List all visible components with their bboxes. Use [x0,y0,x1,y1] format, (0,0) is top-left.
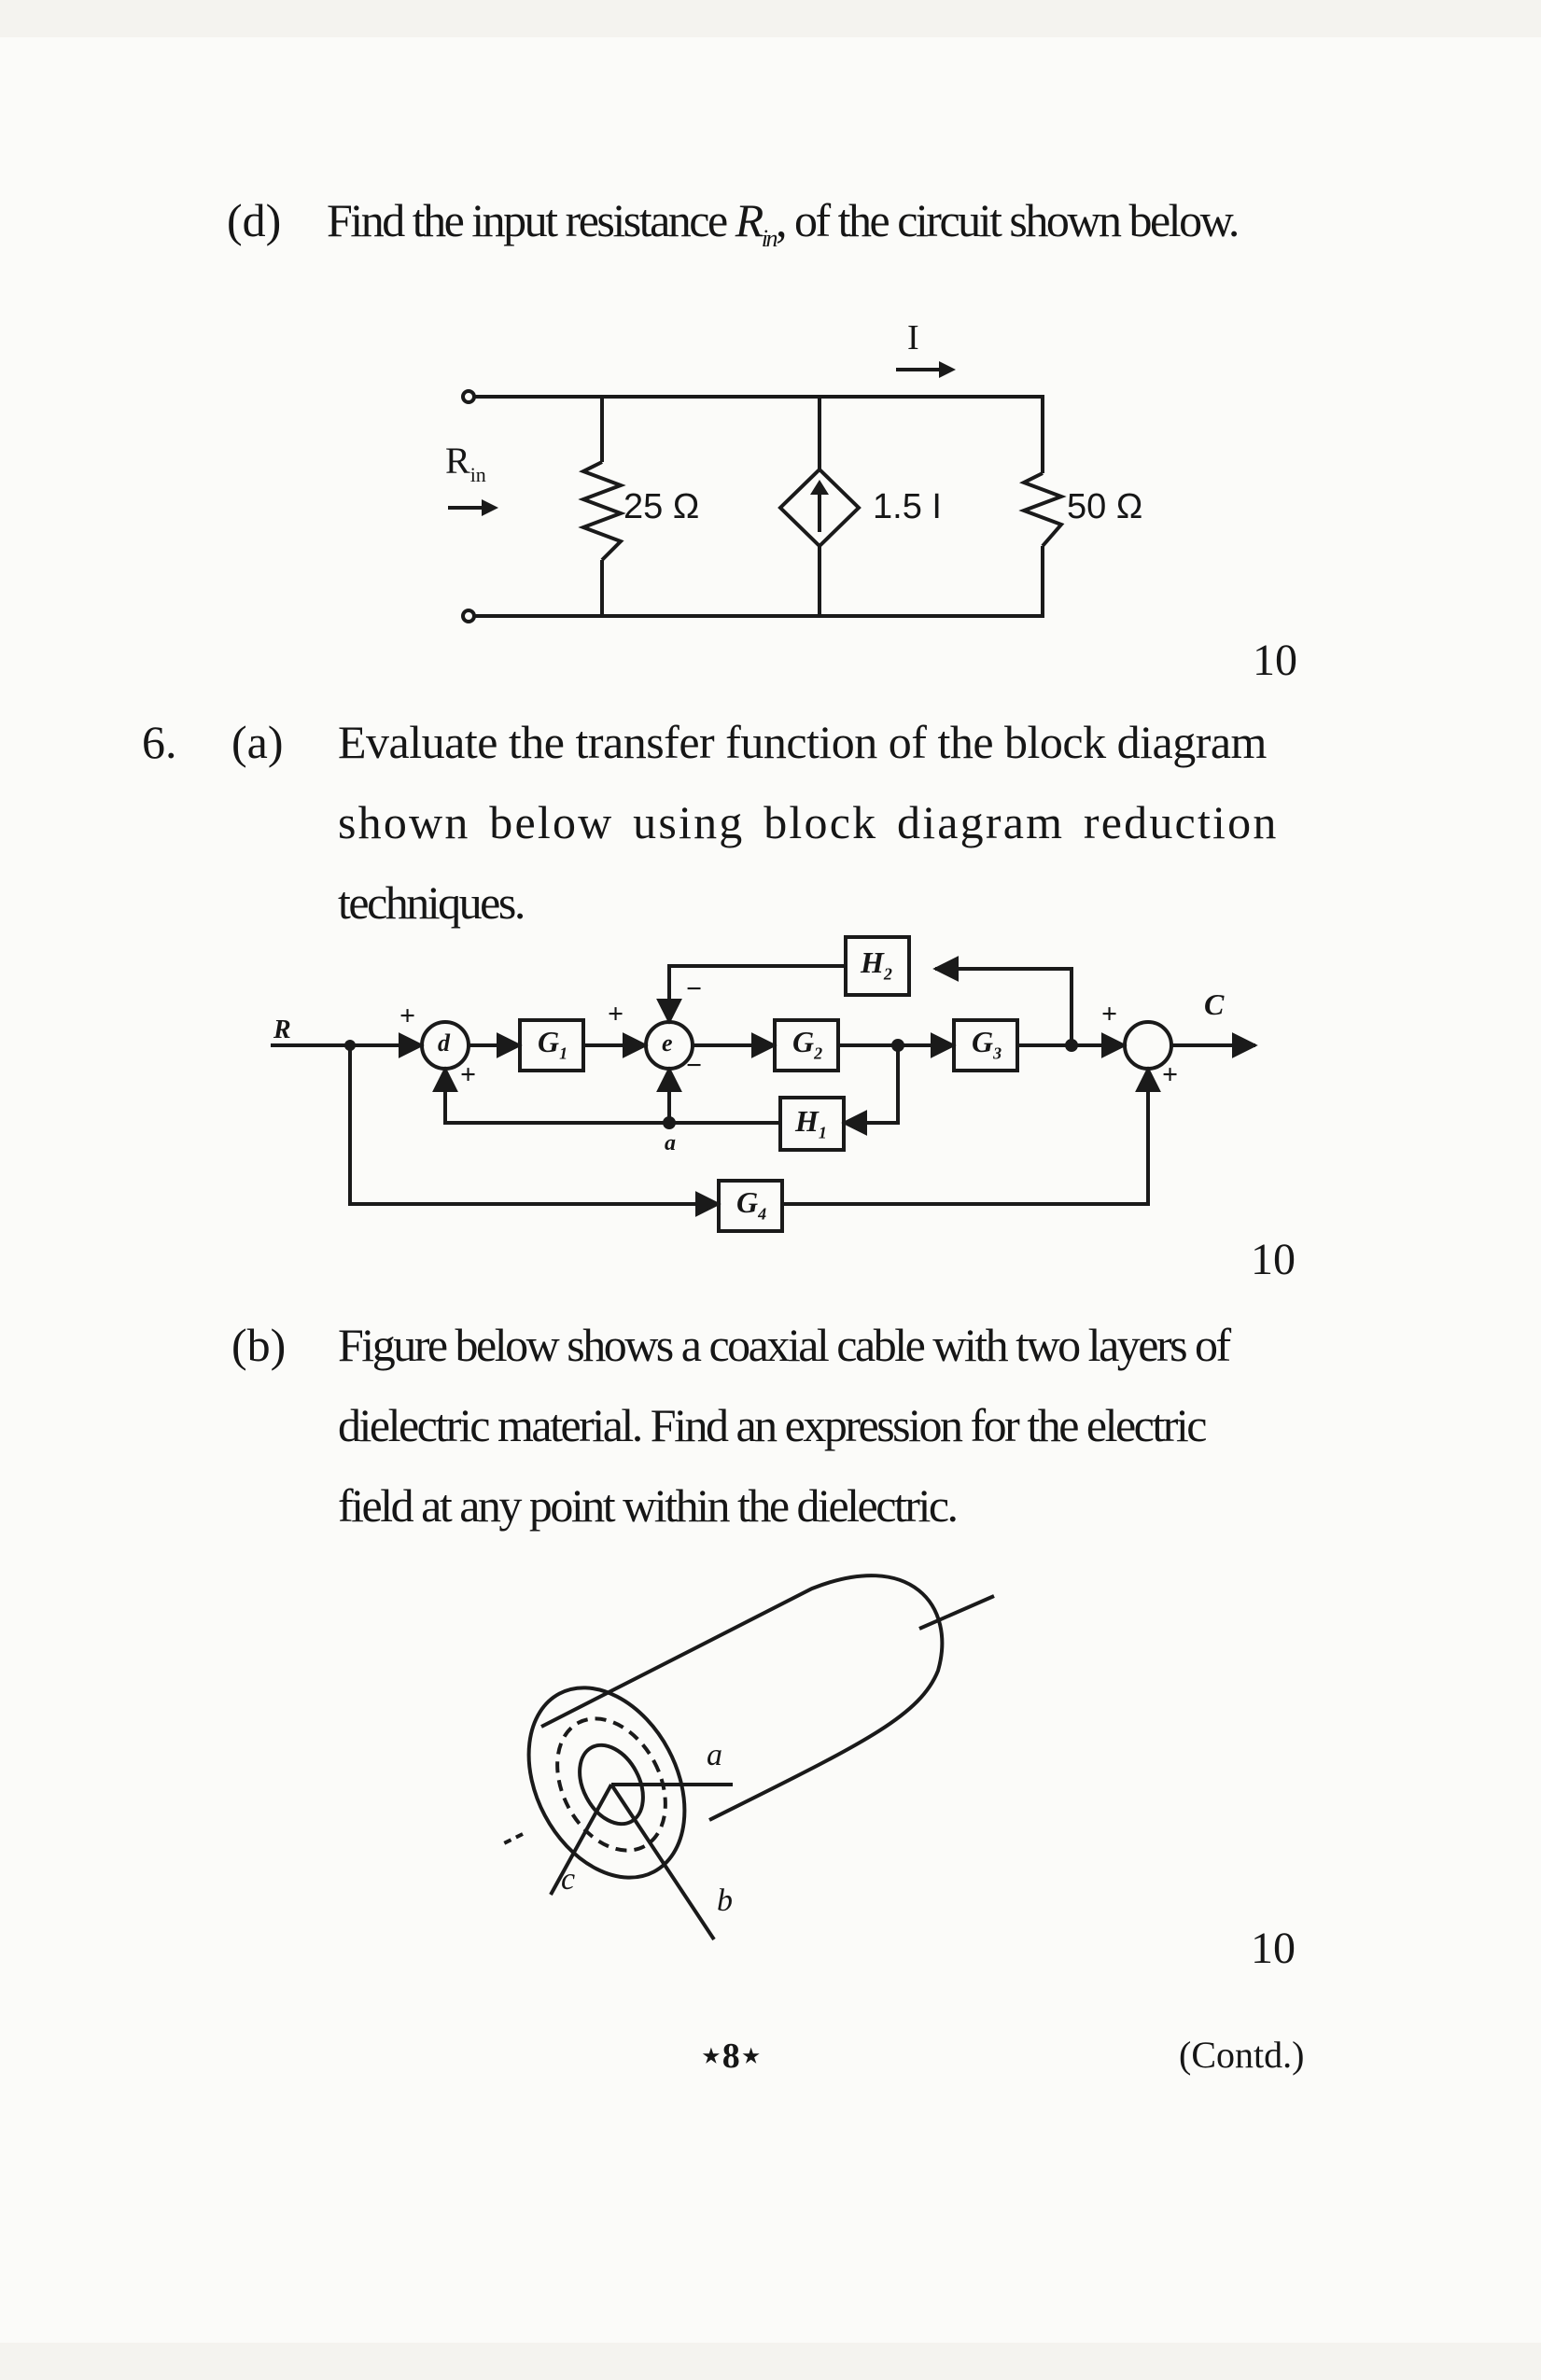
radius-b-line [609,1783,716,1941]
sign-e-plus: + [608,999,624,1029]
dielectric-boundary [555,1716,667,1853]
outer-dielectric-face [526,1686,687,1880]
source-label: 1.5 I [873,487,942,526]
sign-d-plus-top: + [399,1001,416,1031]
wire-top [474,395,1044,473]
wire-bottom [474,546,1044,618]
inner-conductor-face [578,1743,645,1827]
rin-label: Rin [445,440,486,486]
bd-input-label: R [273,1015,291,1044]
node-e-label: e [662,1029,673,1057]
resistor-25 [578,460,626,562]
g1-label: G1 [538,1025,568,1063]
sign-e-minus-top: − [686,973,703,1004]
q6b-marks: 10 [1251,1924,1296,1973]
q5d-question: Find the input resistance Rin, of the ci… [327,180,1240,279]
q5d-r-symbol: R [735,194,764,246]
q6b-label: (b) [231,1319,287,1371]
current-label: I [907,318,919,357]
r2-label: 50 Ω [1067,487,1143,526]
q5d-text-before: Find the input resistance [327,194,735,246]
bd-output-label: C [1204,987,1225,1021]
g4-label: G4 [736,1185,767,1224]
r1-label: 25 Ω [623,487,700,526]
q6a-label: (a) [231,716,284,768]
dependent-current-source [778,467,862,549]
q6b-line-1: Figure below shows a coaxial cable with … [338,1319,1231,1371]
q5d-marks: 10 [1253,636,1297,685]
resistor-50 [1018,471,1067,548]
coax-label-a: a [707,1738,722,1772]
cylinder-body [540,1574,945,1822]
sign-out-plus-bottom: + [1162,1059,1179,1090]
radius-c-line [549,1784,613,1896]
node-d-label: d [438,1029,450,1057]
q6b-line-2: dielectric material. Find an expression … [338,1399,1208,1451]
q6a-line-1: Evaluate the transfer function of the bl… [338,716,1267,768]
q5d-text-after: , of the circuit shown below. [775,194,1240,246]
node-a-label: a [665,1131,676,1155]
q5d-label: (d) [227,194,282,246]
q6b-line-3: field at any point within the dielectric… [338,1479,959,1532]
coax-label-b: b [717,1883,733,1918]
paper-sheet [0,37,1541,2343]
coax-label-c: c [561,1862,576,1897]
contd-label: (Contd.) [1179,2034,1305,2076]
q6a-marks: 10 [1251,1235,1296,1284]
page-number: ⋆8⋆ [700,2037,763,2076]
q6a-line-2: shown below using block diagram reductio… [338,796,1279,848]
q6-number: 6. [142,716,177,768]
inner-conductor-back [918,1594,995,1631]
sign-d-plus-bottom: + [460,1059,477,1090]
g2-label: G2 [792,1025,823,1063]
sign-out-plus-left: + [1101,999,1118,1029]
h1-label: H1 [795,1104,827,1142]
sign-e-minus-bottom: − [686,1050,703,1081]
h2-label: H2 [861,945,892,984]
g3-label: G3 [972,1025,1002,1063]
q6a-line-3: techniques. [338,876,525,929]
q5d-r-sub: in [761,225,778,252]
